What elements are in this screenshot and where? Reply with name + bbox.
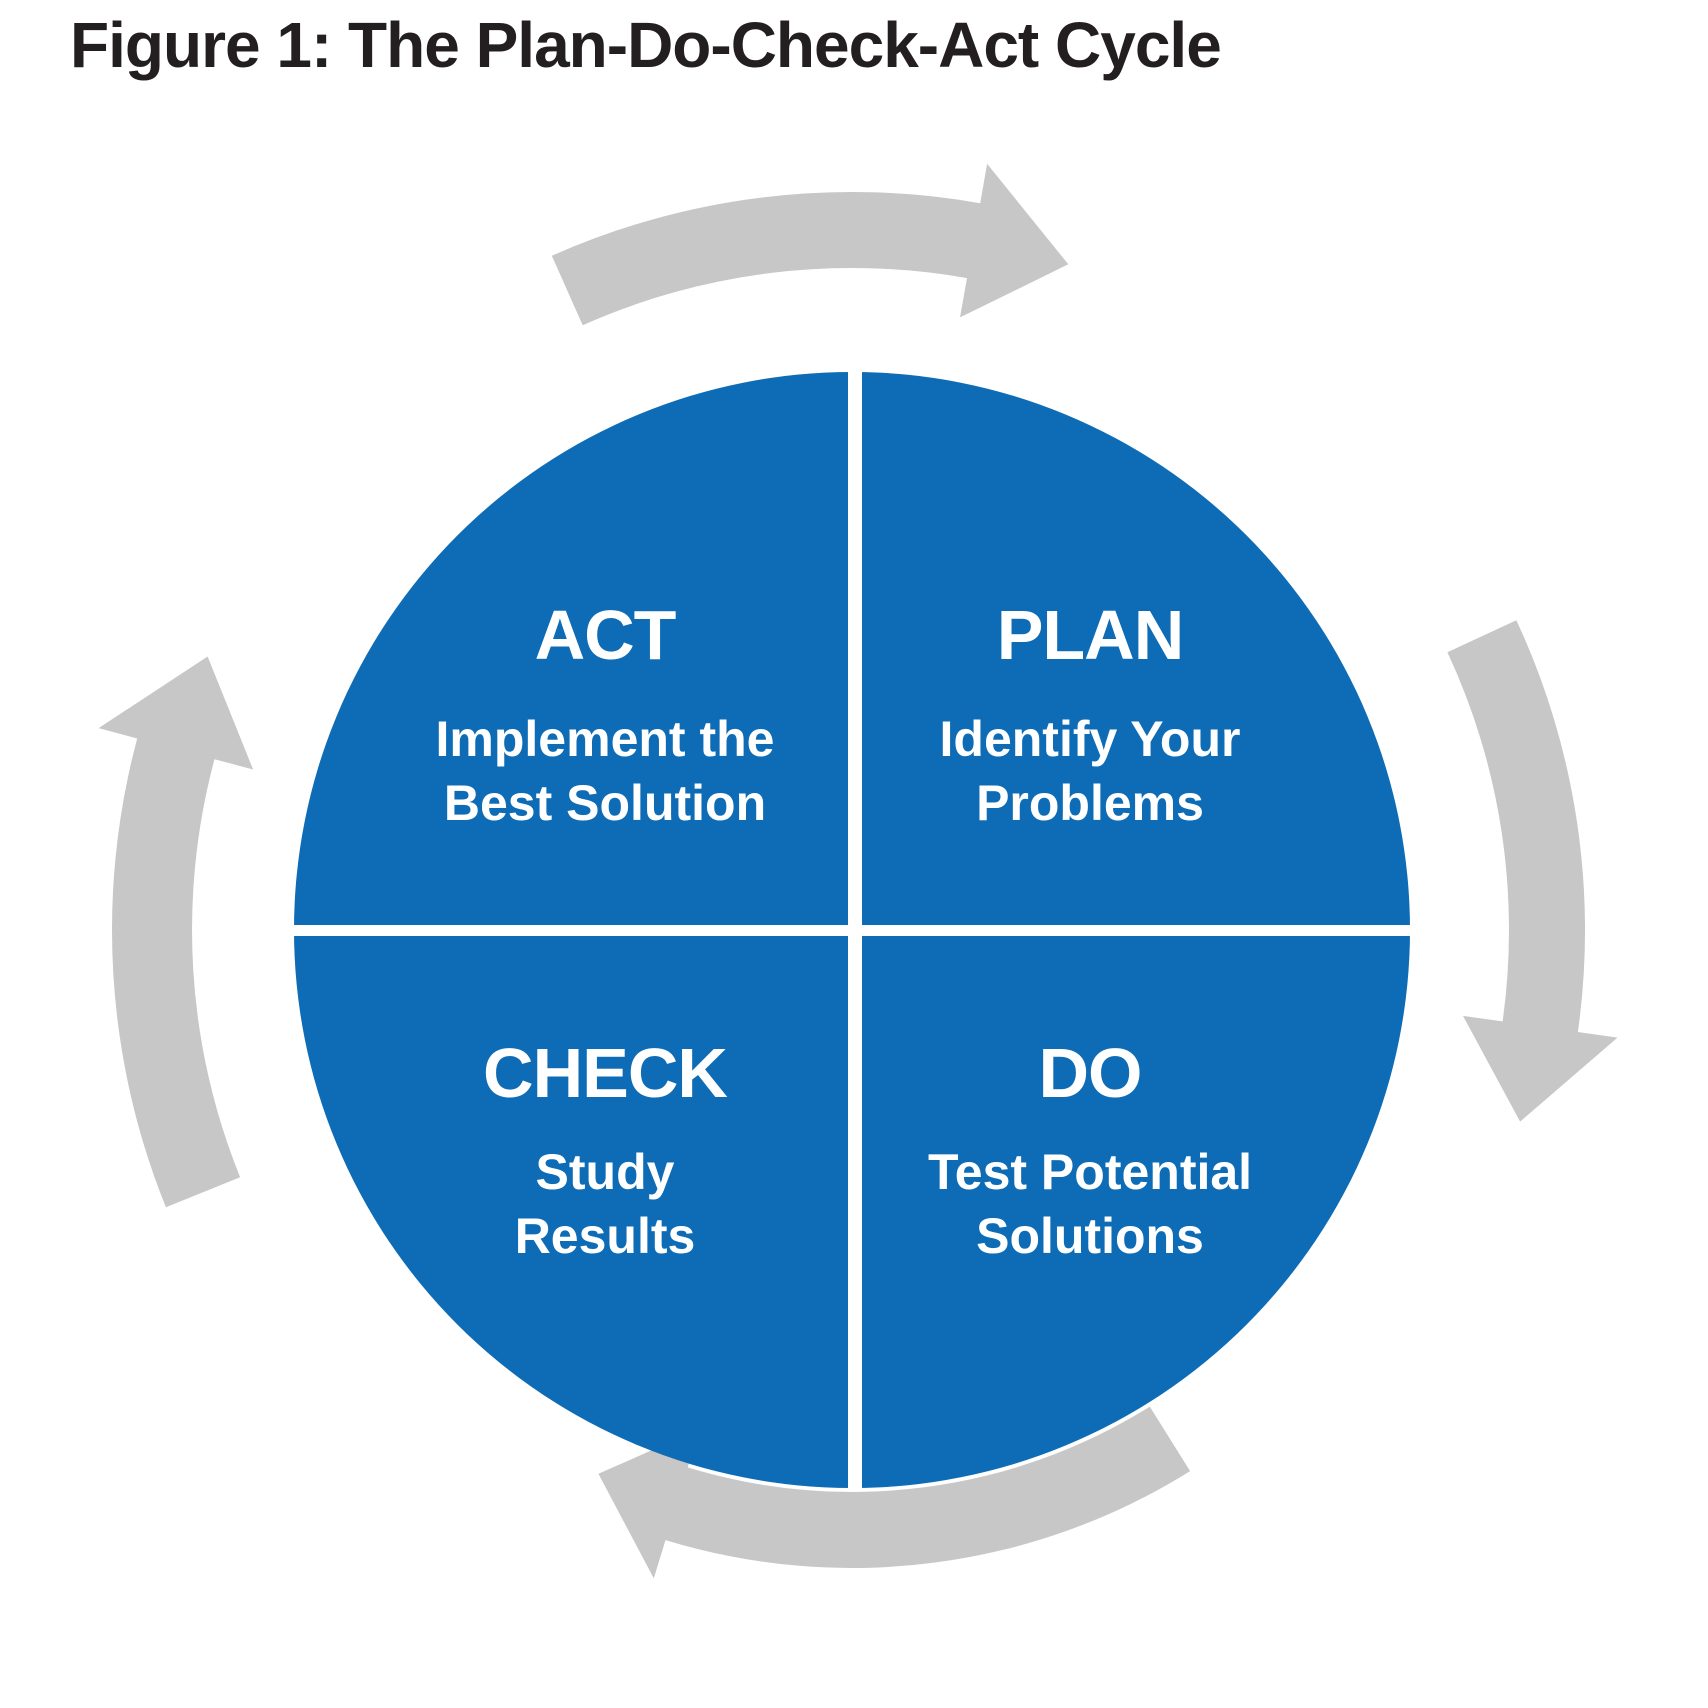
quadrant-check-subtitle: Study Results [325, 1140, 885, 1268]
cycle-arrow-right-icon [1447, 620, 1618, 1122]
quadrant-plan-heading: PLAN [996, 596, 1185, 674]
quadrant-act-heading: ACT [534, 596, 677, 674]
quadrant-act: ACT Implement the Best Solution [325, 600, 885, 835]
quadrant-act-line2: Best Solution [443, 775, 767, 831]
quadrant-do-line1: Test Potential [927, 1144, 1253, 1200]
cycle-arrow-left-icon [98, 656, 254, 1208]
quadrant-check: CHECK Study Results [325, 1038, 885, 1268]
quadrant-plan-subtitle: Identify Your Problems [810, 707, 1370, 835]
quadrant-plan-line1: Identify Your [939, 711, 1241, 767]
quadrant-check-line1: Study [535, 1144, 675, 1200]
cycle-arrow-bottom-icon [598, 1406, 1191, 1579]
quadrant-plan-line2: Problems [976, 775, 1204, 831]
cycle-arrow-top-icon [551, 163, 1069, 326]
quadrant-act-subtitle: Implement the Best Solution [325, 707, 885, 835]
quadrant-do-line2: Solutions [976, 1208, 1204, 1264]
quadrant-check-line2: Results [514, 1208, 696, 1264]
quadrant-do-heading: DO [1038, 1034, 1143, 1112]
quadrant-plan: PLAN Identify Your Problems [810, 600, 1370, 835]
figure-title: Figure 1: The Plan-Do-Check-Act Cycle [70, 9, 1222, 81]
quadrant-act-line1: Implement the [435, 711, 775, 767]
quadrant-do-subtitle: Test Potential Solutions [810, 1140, 1370, 1268]
quadrant-check-heading: CHECK [483, 1034, 728, 1112]
quadrant-do: DO Test Potential Solutions [810, 1038, 1370, 1268]
quadrant-divider-horizontal [294, 925, 1410, 936]
